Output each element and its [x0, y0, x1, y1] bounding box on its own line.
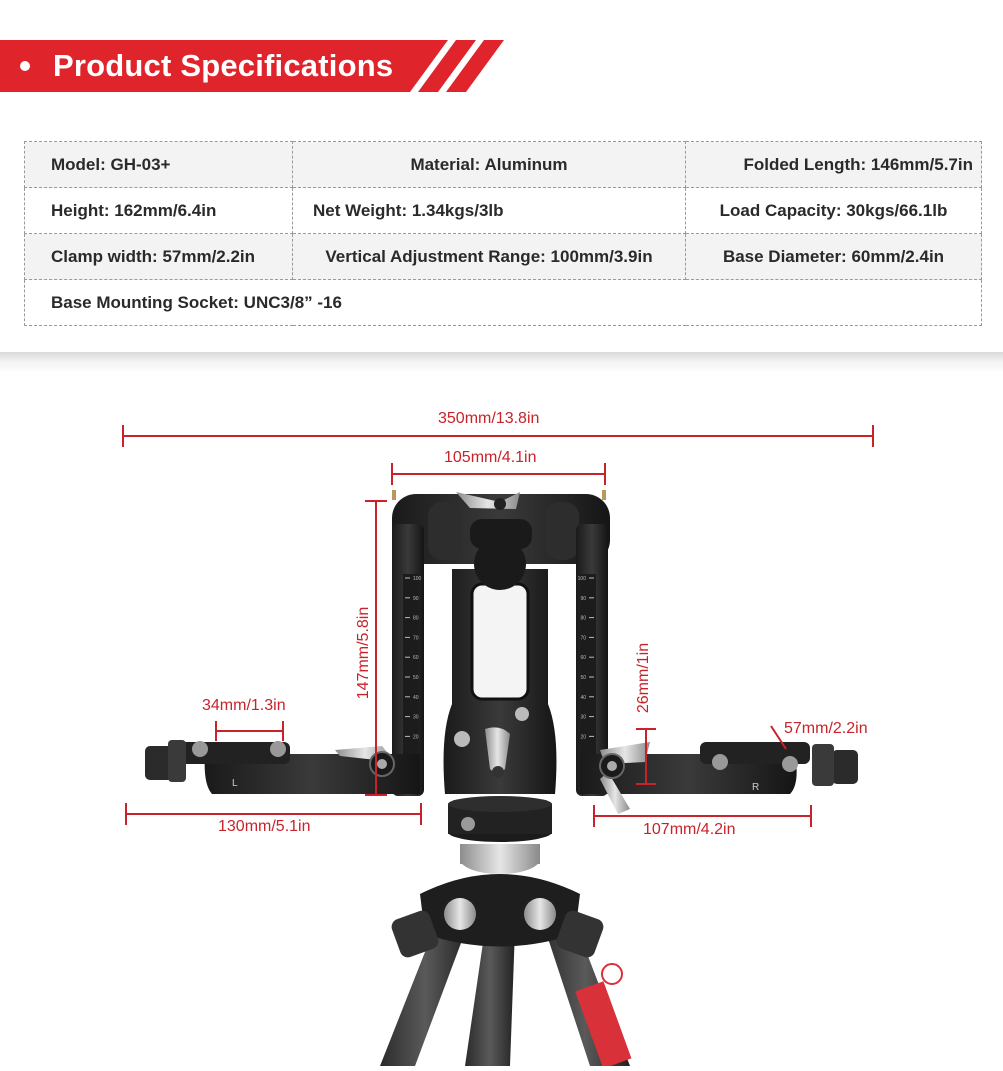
table-row: Height: 162mm/6.4in Net Weight: 1.34kgs/… — [24, 187, 982, 234]
dim-clamp-slot-left: 34mm/1.3in — [202, 697, 286, 714]
scale-tick-label: 50 — [413, 675, 419, 681]
scale-tick-label: 60 — [580, 655, 586, 661]
section-divider — [0, 352, 1003, 374]
spec-cell-clamp-width: Clamp width: 57mm/2.2in — [24, 233, 293, 280]
spec-cell-base-diameter: Base Diameter: 60mm/2.4in — [685, 233, 982, 280]
scale-tick-label: 40 — [580, 695, 586, 701]
spec-cell-model: Model: GH-03+ — [24, 141, 293, 188]
table-row: Model: GH-03+ Material: Aluminum Folded … — [24, 141, 982, 188]
spec-panel: Model: GH-03+ Material: Aluminum Folded … — [0, 92, 1003, 354]
table-row: Clamp width: 57mm/2.2in Vertical Adjustm… — [24, 233, 982, 280]
section-header: Product Specifications — [0, 40, 520, 92]
scale-tick-label: 70 — [413, 635, 419, 641]
spec-table: Model: GH-03+ Material: Aluminum Folded … — [24, 141, 982, 326]
right-clamp-mark: R — [752, 782, 759, 793]
scale-tick-label: 60 — [413, 655, 419, 661]
dim-right-arm-length: 107mm/4.2in — [643, 821, 736, 838]
spec-cell-mounting-socket: Base Mounting Socket: UNC3/8” -16 — [24, 279, 982, 326]
tripod-head — [391, 796, 604, 958]
spec-cell-net-weight: Net Weight: 1.34kgs/3lb — [292, 187, 686, 234]
section-title: Product Specifications — [53, 48, 394, 83]
spec-cell-height: Height: 162mm/6.4in — [24, 187, 293, 234]
scale-tick-label: 30 — [413, 715, 419, 721]
spec-cell-load-capacity: Load Capacity: 30kgs/66.1lb — [685, 187, 982, 234]
scale-tick-label: 100 — [413, 576, 422, 582]
dim-left-arm-length: 130mm/5.1in — [218, 818, 311, 835]
spec-cell-folded-length: Folded Length: 146mm/5.7in — [685, 141, 982, 188]
scale-tick-label: 70 — [580, 635, 586, 641]
section-header-stripe — [0, 40, 504, 92]
dim-arm-height: 147mm/5.8in — [355, 606, 372, 700]
top-crossbar — [392, 490, 610, 590]
right-clamp-arm: R — [580, 742, 858, 814]
bullet-icon — [20, 61, 30, 71]
table-row: Base Mounting Socket: UNC3/8” -16 — [24, 279, 982, 326]
scale-tick-label: 90 — [413, 596, 419, 602]
dim-arm-spacing: 105mm/4.1in — [444, 449, 537, 466]
left-clamp-arm: L — [145, 740, 420, 794]
dimension-lines — [122, 425, 874, 827]
scale-tick-label: 30 — [580, 715, 586, 721]
dim-overall-width: 350mm/13.8in — [438, 410, 540, 427]
left-clamp-mark: L — [232, 778, 238, 789]
dim-clamp-width-right: 57mm/2.2in — [784, 720, 868, 737]
spec-cell-material: Material: Aluminum — [292, 141, 686, 188]
scale-tick-label: 80 — [413, 616, 419, 622]
scale-tick-label: 20 — [580, 734, 586, 740]
scale-tick-label: 20 — [413, 734, 419, 740]
spec-cell-vertical-range: Vertical Adjustment Range: 100mm/3.9in — [292, 233, 686, 280]
scale-tick-label: 100 — [578, 576, 587, 582]
scale-tick-label: 50 — [580, 675, 586, 681]
scale-tick-label: 90 — [580, 596, 586, 602]
dim-clamp-offset-right: 26mm/1in — [635, 642, 652, 714]
scale-tick-label: 80 — [580, 616, 586, 622]
scale-tick-label: 40 — [413, 695, 419, 701]
center-column — [443, 569, 557, 794]
